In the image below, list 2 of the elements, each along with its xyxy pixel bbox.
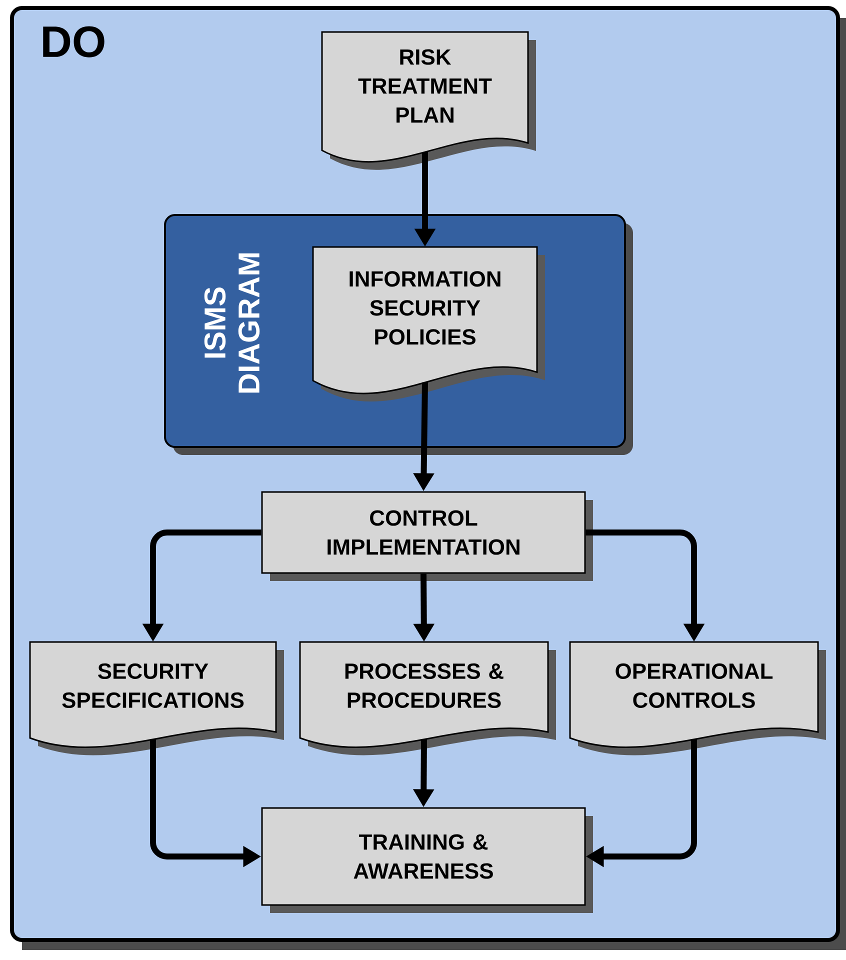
process-box: CONTROL IMPLEMENTATION xyxy=(261,491,593,581)
process-box: TRAINING & AWARENESS xyxy=(261,807,593,913)
